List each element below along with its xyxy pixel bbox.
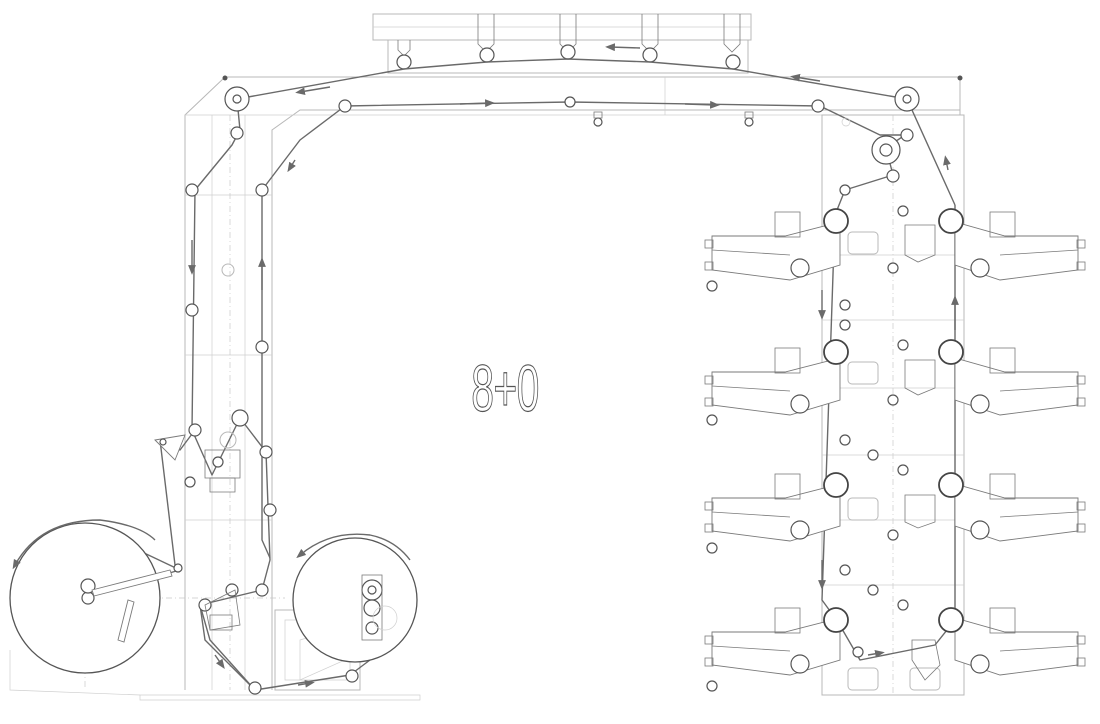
print-unit-left-1 [704, 208, 849, 292]
print-unit-left-3 [704, 472, 849, 554]
stack-rollers [839, 205, 909, 658]
guide-rollers [154, 86, 920, 695]
print-unit-left-2 [704, 339, 849, 426]
unwind-reel [9, 519, 173, 696]
print-unit-right-4 [938, 607, 1086, 676]
configuration-label: 8+0 [471, 351, 540, 425]
print-unit-left-4 [704, 607, 849, 692]
dryer-hood [372, 13, 752, 74]
rewind-reel [292, 533, 418, 663]
print-unit-right-3 [938, 472, 1086, 542]
print-unit-right-2 [938, 339, 1086, 416]
print-unit-right-1 [938, 208, 1086, 281]
